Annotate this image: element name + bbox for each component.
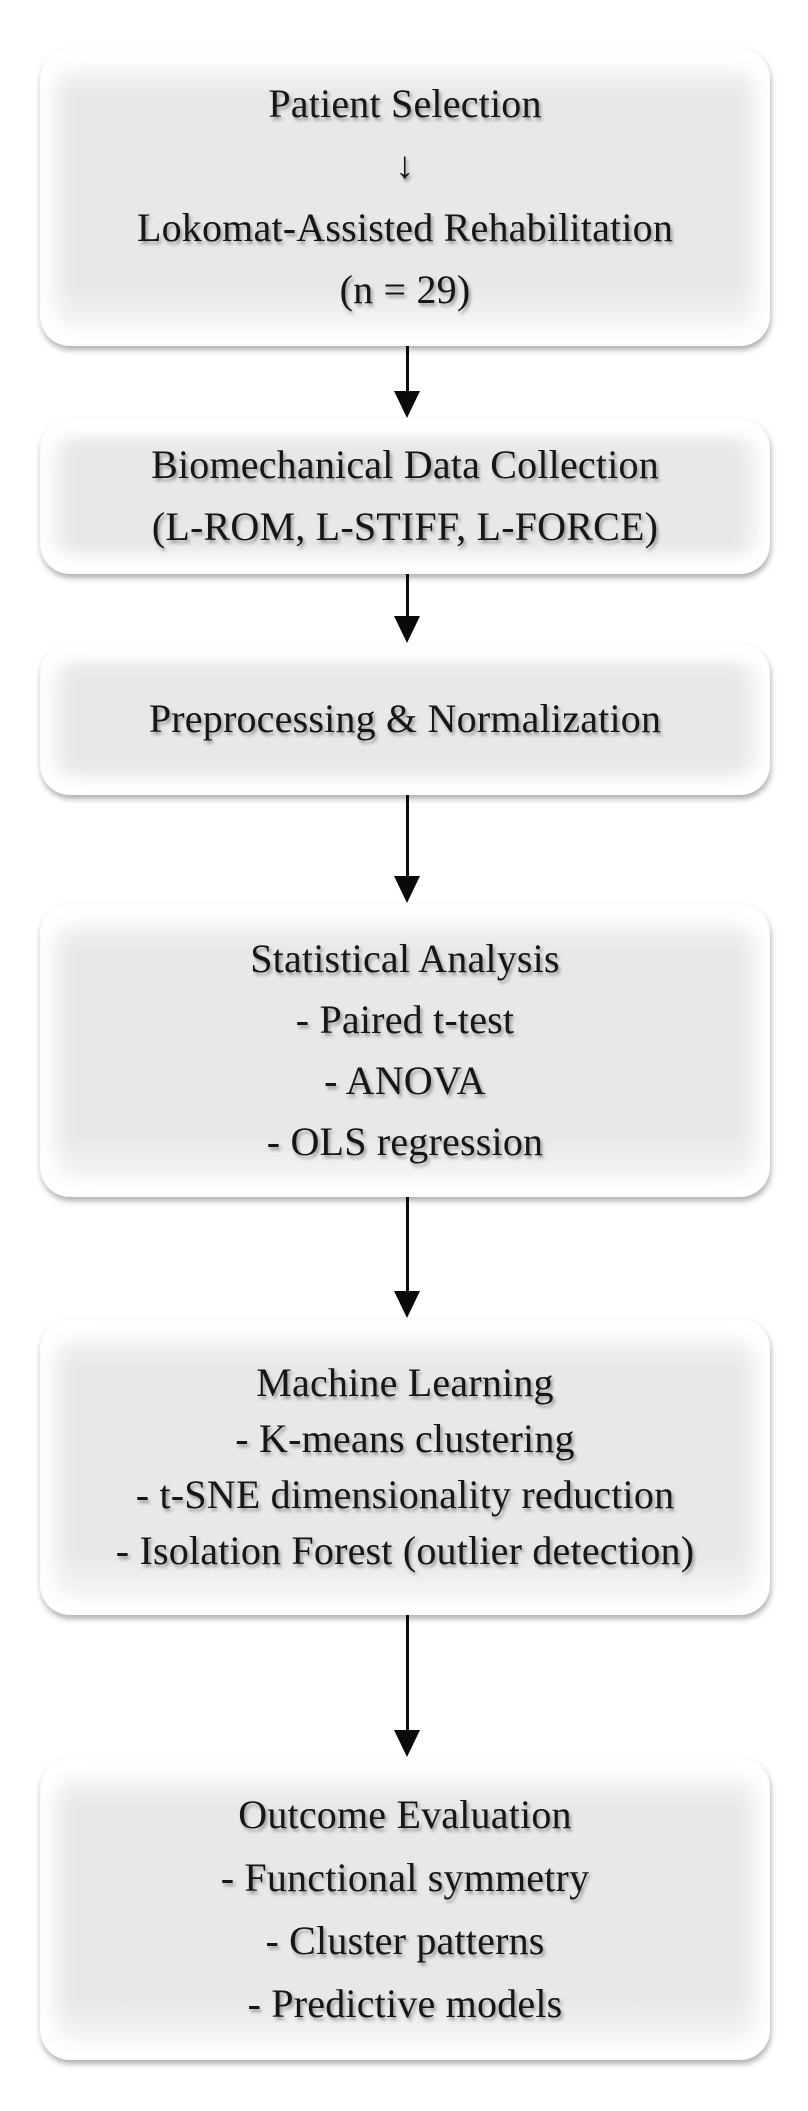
arrow-head-icon: [394, 1730, 420, 1757]
flow-arrow: [394, 346, 420, 418]
arrow-shaft: [405, 346, 409, 391]
box-list-item: - Cluster patterns: [265, 1917, 545, 1963]
arrow-head-icon: [394, 876, 420, 903]
box-text-line: (L-ROM, L-STIFF, L-FORCE): [151, 504, 659, 549]
box-title: Statistical Analysis: [250, 936, 560, 981]
arrow-head-icon: [394, 616, 420, 643]
box-list-item: - K-means clustering: [235, 1415, 575, 1461]
flow-arrow: [394, 795, 420, 903]
flow-box-preprocessing-normalization: Preprocessing & Normalization: [40, 643, 770, 795]
flow-box-patient-selection: Patient Selection ↓ Lokomat-Assisted Reh…: [40, 48, 770, 346]
flow-arrow: [394, 1197, 420, 1318]
box-list-item: - Predictive models: [247, 1980, 563, 2026]
box-text-line: Lokomat-Assisted Rehabilitation: [136, 205, 674, 250]
arrow-head-icon: [394, 391, 420, 418]
flow-box-statistical-analysis: Statistical Analysis - Paired t-test - A…: [40, 903, 770, 1197]
flow-box-outcome-evaluation: Outcome Evaluation - Functional symmetry…: [40, 1757, 770, 2060]
box-title: Preprocessing & Normalization: [148, 696, 662, 741]
flow-box-biomechanical-data-collection: Biomechanical Data Collection (L-ROM, L-…: [40, 418, 770, 574]
flow-arrow: [394, 574, 420, 643]
flow-arrow: [394, 1615, 420, 1757]
box-title: Machine Learning: [256, 1359, 554, 1405]
box-list-item: - ANOVA: [324, 1058, 486, 1103]
box-title: Patient Selection: [268, 81, 542, 126]
sample-size-label: (n = 29): [339, 267, 471, 312]
box-list-item: - Functional symmetry: [220, 1854, 590, 1900]
box-list-item: - OLS regression: [266, 1119, 544, 1164]
flow-box-machine-learning: Machine Learning - K-means clustering - …: [40, 1318, 770, 1615]
arrow-shaft: [405, 1615, 409, 1730]
down-arrow-icon: ↓: [395, 145, 415, 187]
box-list-item: - Paired t-test: [295, 997, 515, 1042]
box-list-item: - t-SNE dimensionality reduction: [135, 1471, 675, 1517]
arrow-shaft: [405, 1197, 409, 1291]
arrow-shaft: [405, 574, 409, 616]
box-list-item: - Isolation Forest (outlier detection): [115, 1527, 695, 1573]
box-title: Outcome Evaluation: [238, 1791, 572, 1837]
arrow-shaft: [405, 795, 409, 876]
box-title: Biomechanical Data Collection: [151, 442, 659, 487]
arrow-head-icon: [394, 1291, 420, 1318]
